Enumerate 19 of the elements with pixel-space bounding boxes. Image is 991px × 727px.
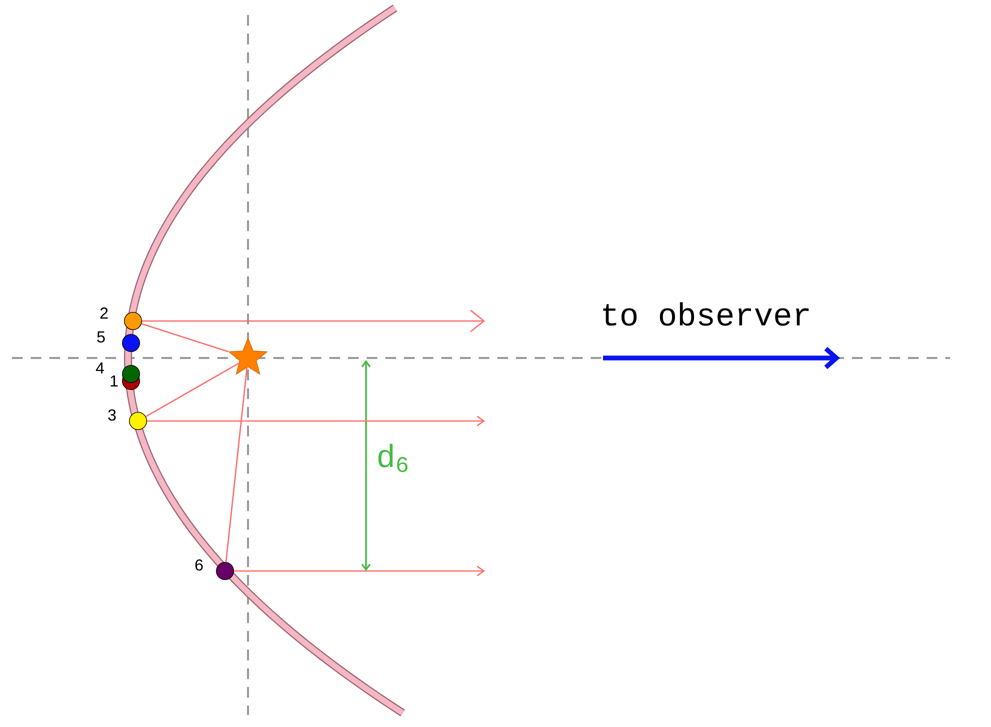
light-ray <box>145 362 240 418</box>
light-ray <box>234 566 485 576</box>
direction-label: to observer <box>603 302 809 326</box>
dimension-label: d$_{6}$ <box>378 444 408 472</box>
point-number: 4 <box>96 362 104 374</box>
point-number: 1 <box>110 376 118 386</box>
point-dot <box>124 312 142 330</box>
point-number: 2 <box>100 307 108 319</box>
point-number: 5 <box>97 331 105 343</box>
light-ray <box>225 368 248 562</box>
point-dot <box>122 334 140 352</box>
point-number: 3 <box>108 409 116 421</box>
point-number: 6 <box>195 559 203 571</box>
light-ray <box>142 310 485 332</box>
light-ray <box>147 416 485 426</box>
light-ray <box>141 323 228 352</box>
point-dot <box>216 562 234 580</box>
point-dot <box>122 365 140 383</box>
point-dot <box>129 412 147 430</box>
